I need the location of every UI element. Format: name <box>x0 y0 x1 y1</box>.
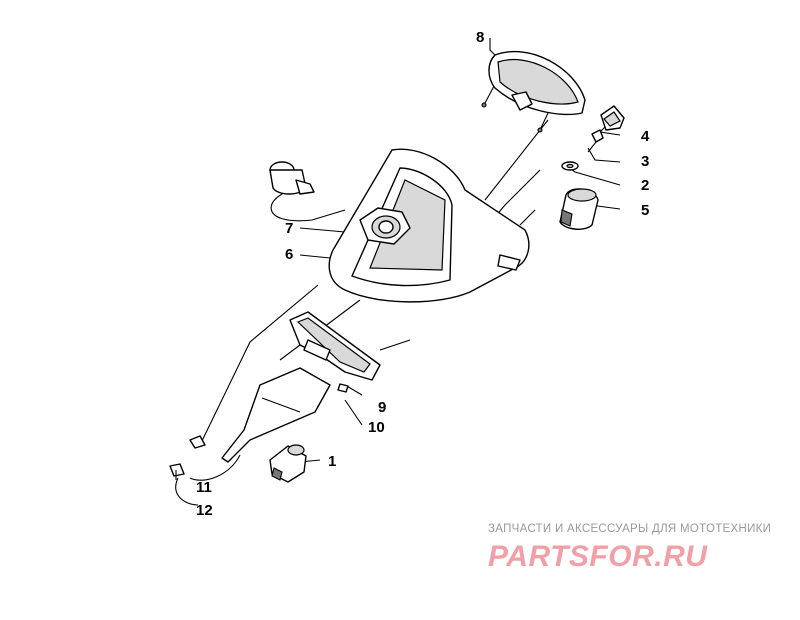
part-10-screw <box>337 383 349 393</box>
callout-9: 9 <box>378 399 386 416</box>
part-frame-bracket-lower <box>289 311 381 381</box>
part-1-relay <box>269 444 307 483</box>
callout-7: 7 <box>285 220 293 237</box>
callout-12: 12 <box>196 502 213 519</box>
callout-3: 3 <box>641 153 649 170</box>
callout-6: 6 <box>285 246 293 263</box>
callout-5: 5 <box>641 202 649 219</box>
watermark-logo: PARTSFOR.RU <box>488 540 708 573</box>
part-3-pin <box>587 129 604 153</box>
part-12-clip <box>169 463 185 480</box>
callout-4: 4 <box>641 128 650 145</box>
part-11-mounting-bracket <box>189 367 331 463</box>
callout-11: 11 <box>196 479 212 496</box>
callout-labels: 8 4 3 2 5 7 6 9 10 1 11 12 <box>196 29 650 519</box>
part-ignition-connector <box>269 161 315 195</box>
part-2-washer <box>561 161 579 171</box>
callout-10: 10 <box>368 419 385 436</box>
callout-2: 2 <box>641 177 649 194</box>
callout-8: 8 <box>476 29 484 46</box>
part-6-dashboard-cover <box>328 148 530 303</box>
part-7-lock-nut <box>359 207 411 245</box>
callout-1: 1 <box>328 453 336 470</box>
watermark-tagline: ЗАПЧАСТИ И АКСЕССУАРЫ ДЛЯ МОТОТЕХНИКИ <box>488 523 772 535</box>
part-8-instrument-gauge <box>481 50 586 133</box>
part-4-switch-cap <box>600 105 625 131</box>
part-5-switch <box>559 188 599 230</box>
